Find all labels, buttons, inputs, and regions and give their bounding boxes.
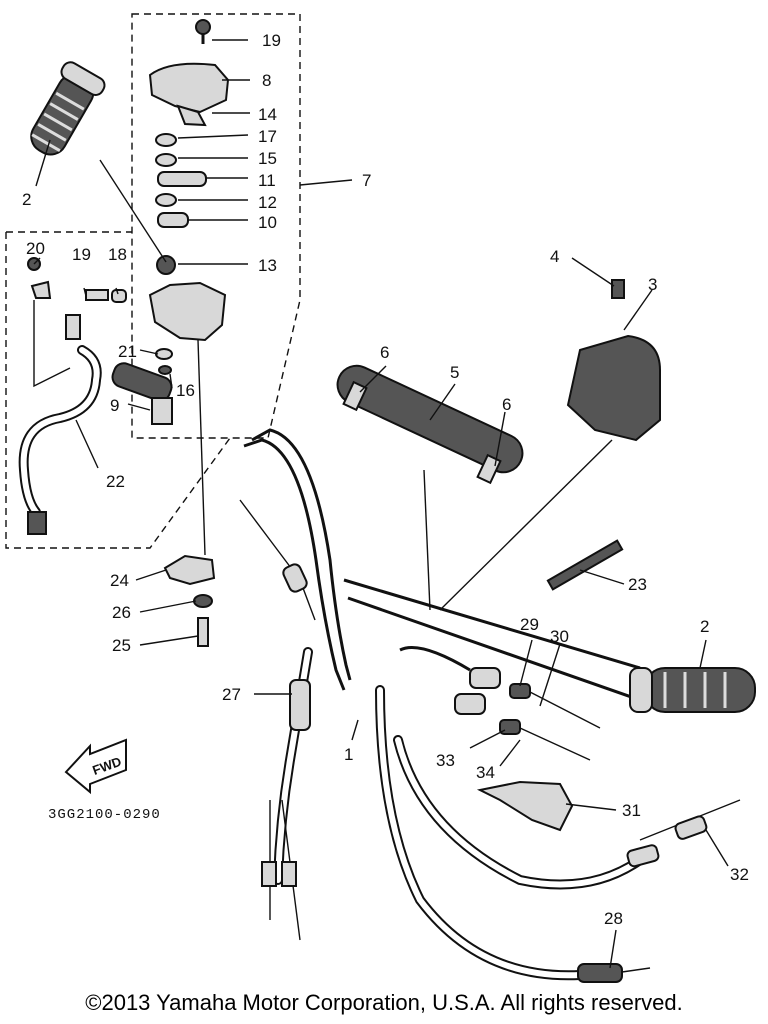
throttle-cable-27	[239, 499, 316, 941]
callout-1: 1	[344, 745, 353, 764]
clutch-cable	[375, 685, 651, 983]
callout-33: 33	[436, 751, 455, 770]
callout-10: 10	[258, 213, 277, 232]
callout-19: 19	[262, 31, 281, 50]
callout-25: 25	[112, 636, 131, 655]
callout-18: 18	[108, 245, 127, 264]
callout-28: 28	[604, 909, 623, 928]
callout-32: 32	[730, 865, 749, 884]
switch-housing	[111, 281, 227, 425]
pad-cover	[566, 279, 661, 442]
left-grip	[30, 61, 106, 156]
callout-19: 19	[72, 245, 91, 264]
callout-6: 6	[380, 343, 389, 362]
callout-9: 9	[110, 396, 119, 415]
callout-30: 30	[550, 627, 569, 646]
switch-cover	[148, 19, 230, 127]
callout-13: 13	[258, 256, 277, 275]
callout-12: 12	[258, 193, 277, 212]
callout-5: 5	[450, 363, 459, 382]
group-box-switch-assembly	[5, 13, 301, 549]
callout-8: 8	[262, 71, 271, 90]
throttle-housing	[454, 667, 741, 868]
callout-31: 31	[622, 801, 641, 820]
lower-bracket	[163, 554, 216, 647]
callout-14: 14	[258, 105, 277, 124]
callout-22: 22	[106, 472, 125, 491]
fwd-arrow-icon: FWD	[64, 738, 127, 795]
callout-16: 16	[176, 381, 195, 400]
left-switch-wire	[18, 257, 127, 535]
callout-7: 7	[362, 171, 371, 190]
callout-11: 11	[258, 171, 276, 190]
leader-lines	[33, 39, 729, 969]
callout-labels: 19 8 14 17 15 11 12 10 13 7 2 20 19 18 2…	[22, 31, 749, 928]
switch-small-parts	[155, 133, 207, 275]
callout-20: 20	[26, 239, 45, 258]
callout-29: 29	[520, 615, 539, 634]
copyright-notice: ©2013 Yamaha Motor Corporation, U.S.A. A…	[85, 990, 683, 1015]
callout-24: 24	[110, 571, 129, 590]
cable-tie	[546, 539, 624, 591]
callout-27: 27	[222, 685, 241, 704]
handlebar	[243, 428, 641, 702]
callout-15: 15	[258, 149, 277, 168]
callout-2: 2	[22, 190, 31, 209]
callout-21: 21	[118, 342, 137, 361]
right-grip	[629, 667, 756, 713]
callout-3: 3	[648, 275, 657, 294]
callout-4: 4	[550, 247, 559, 266]
callout-34: 34	[476, 763, 495, 782]
handlebar-pad	[336, 364, 524, 485]
callout-23: 23	[628, 575, 647, 594]
callout-6: 6	[502, 395, 511, 414]
callout-17: 17	[258, 127, 277, 146]
callout-26: 26	[112, 603, 131, 622]
diagram-code: 3GG2100-0290	[48, 807, 161, 823]
callout-2: 2	[700, 617, 709, 636]
